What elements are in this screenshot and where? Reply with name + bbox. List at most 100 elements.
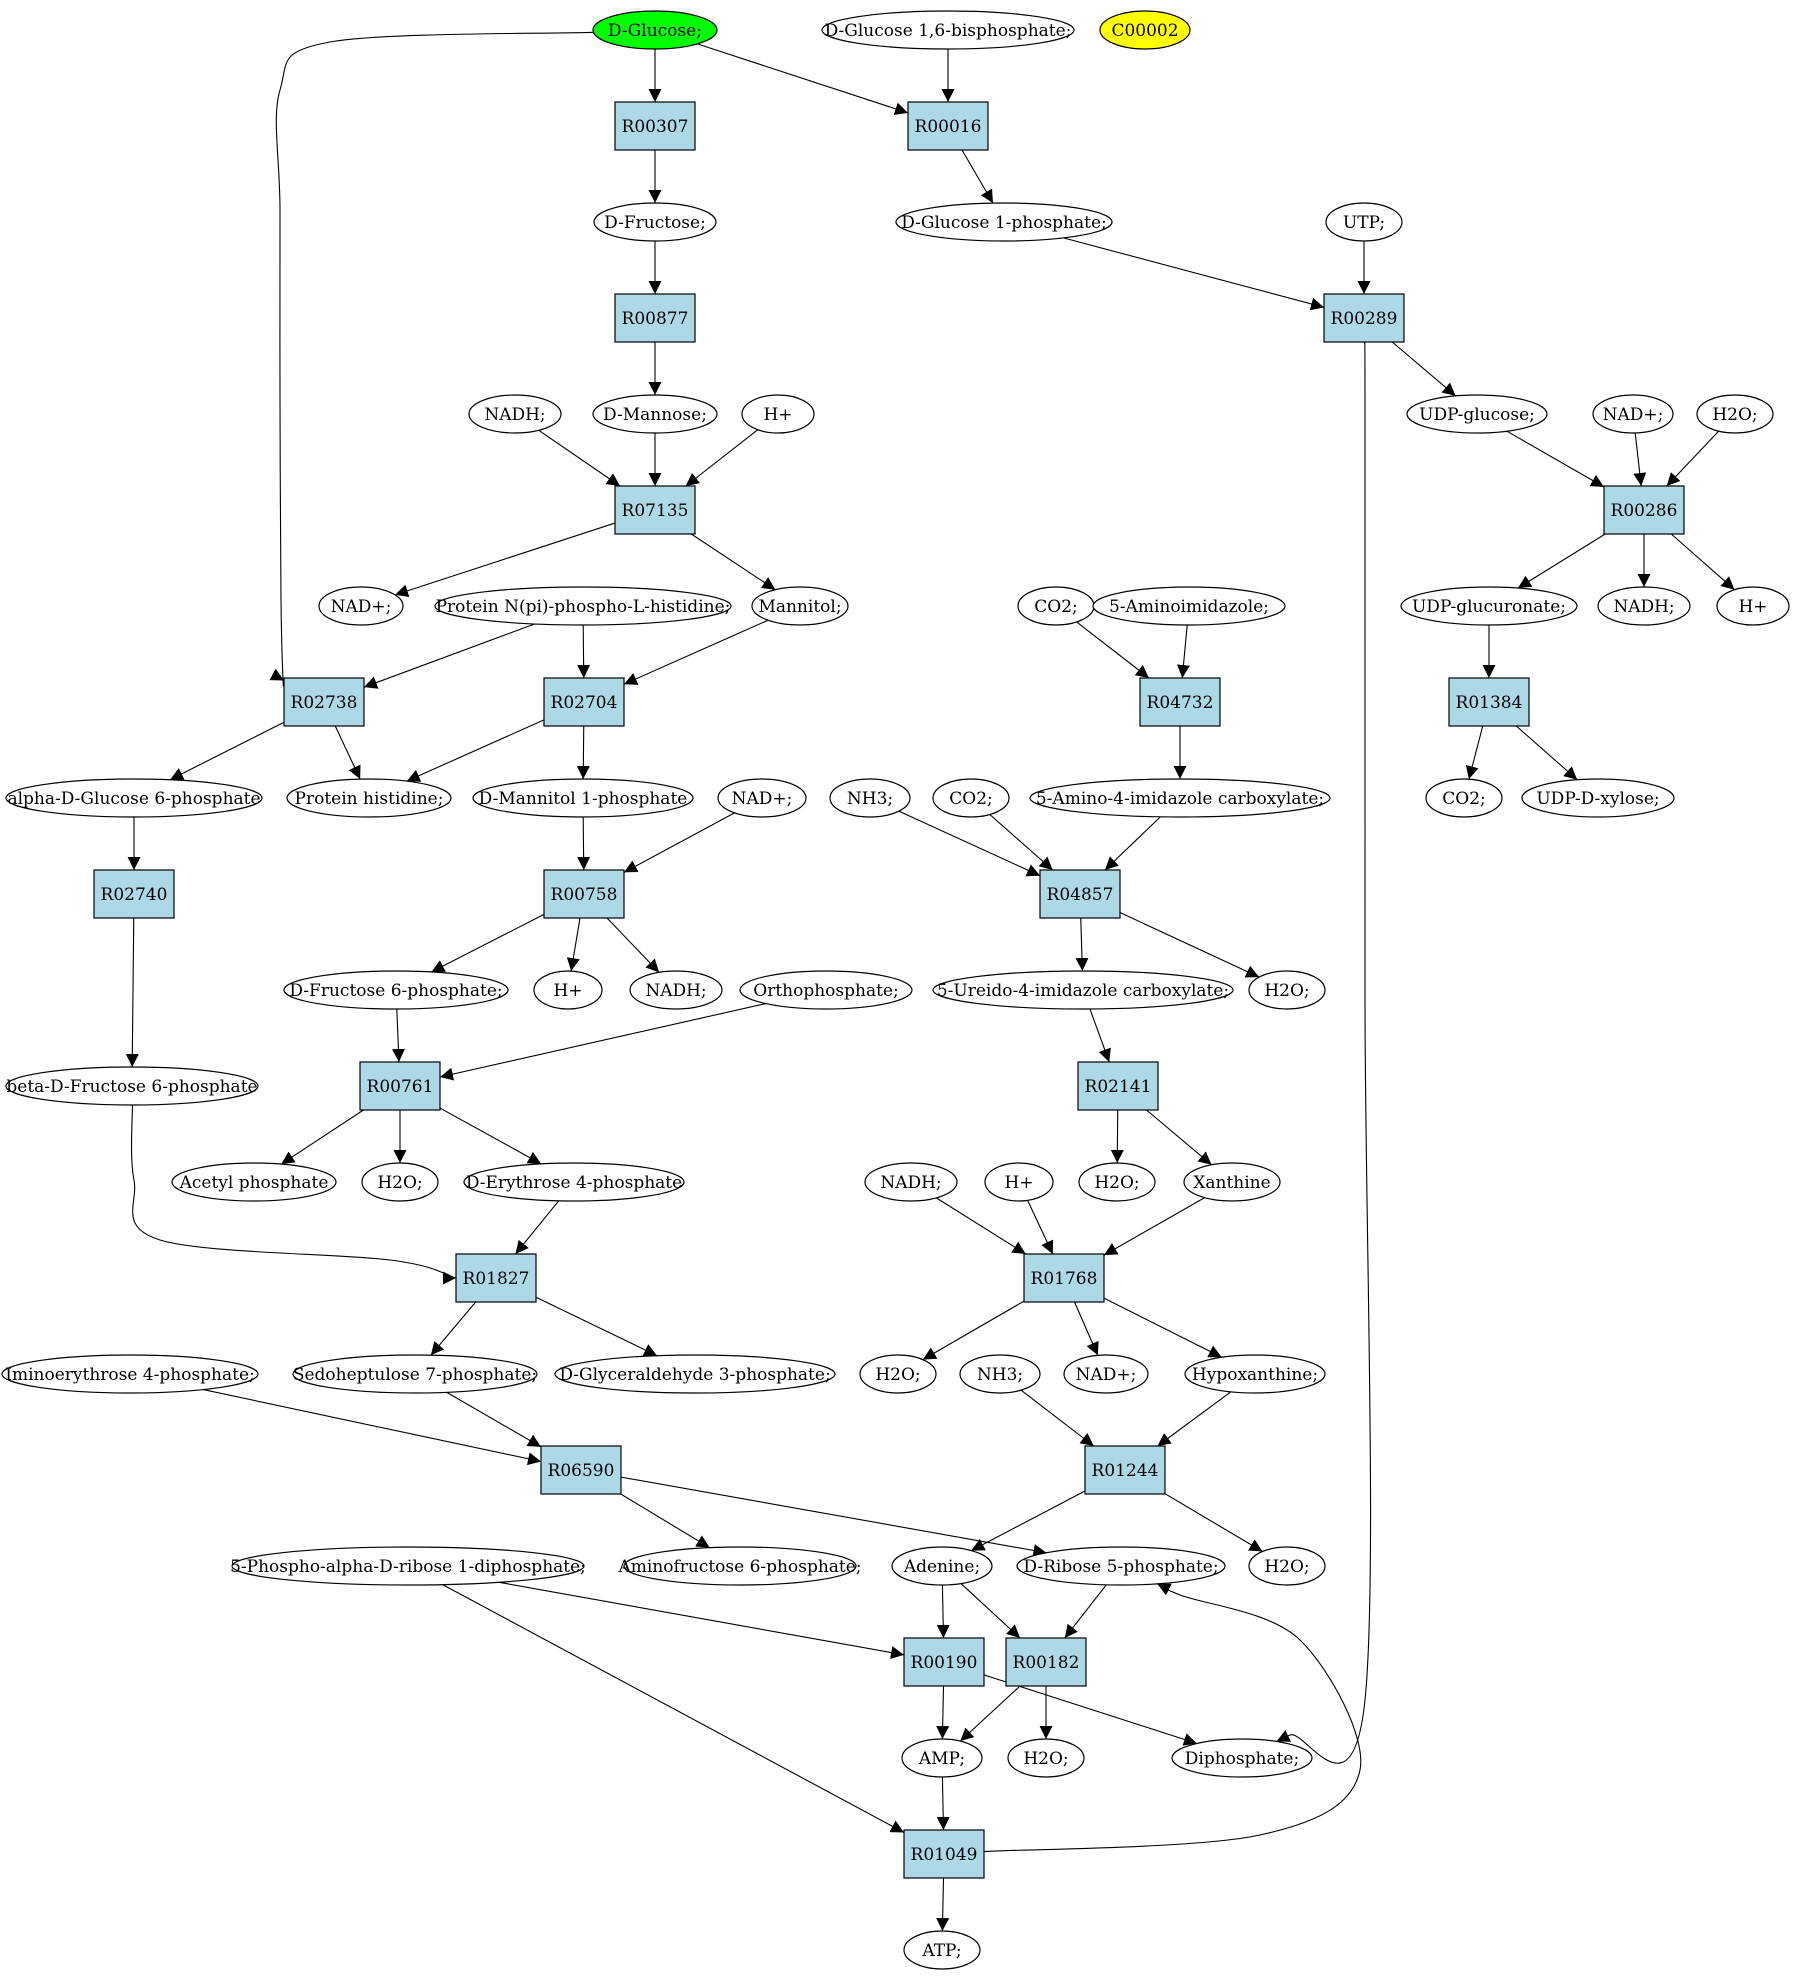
reaction-node-r06590[interactable]: R06590: [540, 1445, 622, 1495]
metabolite-node-nadp-c[interactable]: NAD+;: [717, 778, 807, 818]
metabolite-node-amp[interactable]: AMP;: [901, 1738, 983, 1778]
edge-r06590-to-r5p: [620, 1476, 1047, 1557]
metabolite-node-nadh-b[interactable]: NADH;: [1597, 586, 1691, 626]
reaction-node-r00286[interactable]: R00286: [1603, 485, 1685, 535]
metabolite-ellipse: [593, 202, 717, 242]
metabolite-node-nadh-a[interactable]: NADH;: [468, 394, 562, 434]
metabolite-node-h2o-e[interactable]: H2O;: [859, 1354, 937, 1394]
metabolite-node-phis[interactable]: Protein histidine;: [286, 778, 452, 818]
metabolite-node-nadp-a[interactable]: NAD+;: [1592, 394, 1674, 434]
reaction-node-r04857[interactable]: R04857: [1039, 869, 1121, 919]
reaction-node-r04732[interactable]: R04732: [1139, 677, 1221, 727]
metabolite-node-gap[interactable]: D-Glyceraldehyde 3-phosphate;: [554, 1354, 836, 1394]
metabolite-node-ppi[interactable]: Diphosphate;: [1171, 1738, 1313, 1778]
node-label: H2O;: [875, 1365, 920, 1385]
metabolite-node-man[interactable]: D-Mannose;: [592, 394, 718, 434]
metabolite-node-af6p[interactable]: Aminofructose 6-phosphate;: [617, 1546, 862, 1586]
metabolite-node-f6p[interactable]: D-Fructose 6-phosphate;: [283, 970, 509, 1010]
node-label: Hypoxanthine;: [1192, 1365, 1318, 1385]
metabolite-node-bf6p[interactable]: beta-D-Fructose 6-phosphate: [5, 1066, 259, 1106]
node-label: R01244: [1092, 1461, 1159, 1481]
reaction-node-r00182[interactable]: R00182: [1005, 1637, 1087, 1687]
node-label: Orthophosphate;: [753, 981, 898, 1001]
metabolite-node-co2-a[interactable]: CO2;: [1017, 586, 1095, 626]
reaction-node-r02141[interactable]: R02141: [1077, 1061, 1159, 1111]
metabolite-node-g16bp[interactable]: D-Glucose 1,6-bisphosphate;: [821, 10, 1075, 50]
metabolite-node-nadp-b[interactable]: NAD+;: [318, 586, 404, 626]
metabolite-node-h2o-g[interactable]: H2O;: [1007, 1738, 1085, 1778]
node-label: UDP-glucuronate;: [1412, 597, 1566, 617]
metabolite-node-hp-a[interactable]: H+: [741, 394, 815, 434]
reaction-node-r00758[interactable]: R00758: [543, 869, 625, 919]
metabolite-node-xan[interactable]: Xanthine: [1183, 1162, 1281, 1202]
metabolite-node-ie4p[interactable]: Iminoerythrose 4-phosphate;: [1, 1354, 259, 1394]
metabolite-node-co2-b[interactable]: CO2;: [932, 778, 1010, 818]
metabolite-node-prpp[interactable]: 5-Phospho-alpha-D-ribose 1-diphosphate;: [230, 1546, 586, 1586]
reaction-node-r01827[interactable]: R01827: [455, 1253, 537, 1303]
metabolite-node-nh3-a[interactable]: NH3;: [829, 778, 911, 818]
reaction-node-r01768[interactable]: R01768: [1023, 1253, 1105, 1303]
reaction-node-r01384[interactable]: R01384: [1448, 677, 1530, 727]
reaction-node-r00016[interactable]: R00016: [907, 101, 989, 151]
metabolite-node-hp-d[interactable]: H+: [984, 1162, 1054, 1202]
metabolite-node-atp[interactable]: ATP;: [903, 1930, 981, 1970]
metabolite-node-aim[interactable]: 5-Aminoimidazole;: [1092, 586, 1286, 626]
metabolite-node-udpg[interactable]: UDP-glucose;: [1406, 394, 1548, 434]
metabolite-node-uic[interactable]: 5-Ureido-4-imidazole carboxylate;: [932, 970, 1234, 1010]
metabolite-node-udpx[interactable]: UDP-D-xylose;: [1521, 778, 1675, 818]
metabolite-node-co2-c[interactable]: CO2;: [1425, 778, 1503, 818]
reaction-node-r07135[interactable]: R07135: [614, 485, 696, 535]
metabolite-ellipse: [623, 1546, 857, 1586]
metabolite-node-hp-b[interactable]: H+: [1716, 586, 1790, 626]
reaction-node-r01244[interactable]: R01244: [1084, 1445, 1166, 1495]
reaction-node-r02704[interactable]: R02704: [543, 677, 625, 727]
metabolite-node-s7p[interactable]: Sedoheptulose 7-phosphate;: [292, 1354, 538, 1394]
metabolite-node-ade[interactable]: Adenine;: [891, 1546, 993, 1586]
edge-r01384-to-co2-c: [1465, 725, 1484, 780]
metabolite-node-nh3-b[interactable]: NH3;: [959, 1354, 1041, 1394]
metabolite-node-nadh-d[interactable]: NADH;: [864, 1162, 958, 1202]
metabolite-ellipse: [533, 970, 603, 1010]
edge-r00758-to-f6p: [431, 913, 545, 973]
metabolite-node-pnhis[interactable]: Protein N(pi)-phospho-L-histidine;: [434, 586, 732, 626]
metabolite-node-c00002[interactable]: C00002: [1099, 10, 1191, 50]
edge-xan-to-r01768: [1103, 1197, 1205, 1256]
metabolite-node-acp[interactable]: Acetyl phosphate: [171, 1162, 337, 1202]
reaction-box: [903, 1829, 985, 1879]
metabolite-node-e4p[interactable]: D-Erythrose 4-phosphate: [463, 1162, 685, 1202]
metabolite-node-ag6p[interactable]: alpha-D-Glucose 6-phosphate: [5, 778, 263, 818]
metabolite-node-aic[interactable]: 5-Amino-4-imidazole carboxylate;: [1029, 778, 1331, 818]
reaction-node-r02738[interactable]: R02738: [283, 677, 365, 727]
metabolite-node-g1p[interactable]: D-Glucose 1-phosphate;: [895, 202, 1113, 242]
reaction-node-r00190[interactable]: R00190: [903, 1637, 985, 1687]
metabolite-node-fru[interactable]: D-Fructose;: [593, 202, 717, 242]
metabolite-node-nadp-d[interactable]: NAD+;: [1063, 1354, 1149, 1394]
metabolite-node-utp[interactable]: UTP;: [1325, 202, 1403, 242]
metabolite-node-r5p[interactable]: D-Ribose 5-phosphate;: [1016, 1546, 1226, 1586]
reaction-node-r00289[interactable]: R00289: [1323, 293, 1405, 343]
metabolite-node-h2o-a[interactable]: H2O;: [1696, 394, 1774, 434]
reaction-node-r00307[interactable]: R00307: [614, 101, 696, 151]
metabolite-ellipse: [554, 1354, 836, 1394]
metabolite-node-nadh-c[interactable]: NADH;: [629, 970, 723, 1010]
reaction-node-r01049[interactable]: R01049: [903, 1829, 985, 1879]
node-label: H2O;: [1264, 1557, 1309, 1577]
reaction-node-r00761[interactable]: R00761: [359, 1061, 441, 1111]
node-label: NAD+;: [331, 597, 392, 617]
metabolite-node-m1p[interactable]: D-Mannitol 1-phosphate: [472, 778, 694, 818]
metabolite-node-udpga[interactable]: UDP-glucuronate;: [1400, 586, 1578, 626]
node-label: NH3;: [977, 1365, 1023, 1385]
metabolite-node-h2o-b[interactable]: H2O;: [1248, 970, 1326, 1010]
reaction-node-r02740[interactable]: R02740: [93, 869, 175, 919]
metabolite-node-hyp[interactable]: Hypoxanthine;: [1184, 1354, 1326, 1394]
metabolite-node-hp-c[interactable]: H+: [533, 970, 603, 1010]
metabolite-node-h2o-d[interactable]: H2O;: [1078, 1162, 1156, 1202]
metabolite-node-mtl[interactable]: Mannitol;: [751, 586, 849, 626]
metabolite-node-pi[interactable]: Orthophosphate;: [739, 970, 913, 1010]
metabolite-node-h2o-c[interactable]: H2O;: [361, 1162, 439, 1202]
reaction-node-r00877[interactable]: R00877: [614, 293, 696, 343]
edge-glc-to-r00016: [697, 43, 909, 116]
metabolite-ellipse: [468, 394, 562, 434]
metabolite-node-h2o-f[interactable]: H2O;: [1248, 1546, 1326, 1586]
metabolite-node-glc[interactable]: D-Glucose;: [592, 10, 718, 50]
